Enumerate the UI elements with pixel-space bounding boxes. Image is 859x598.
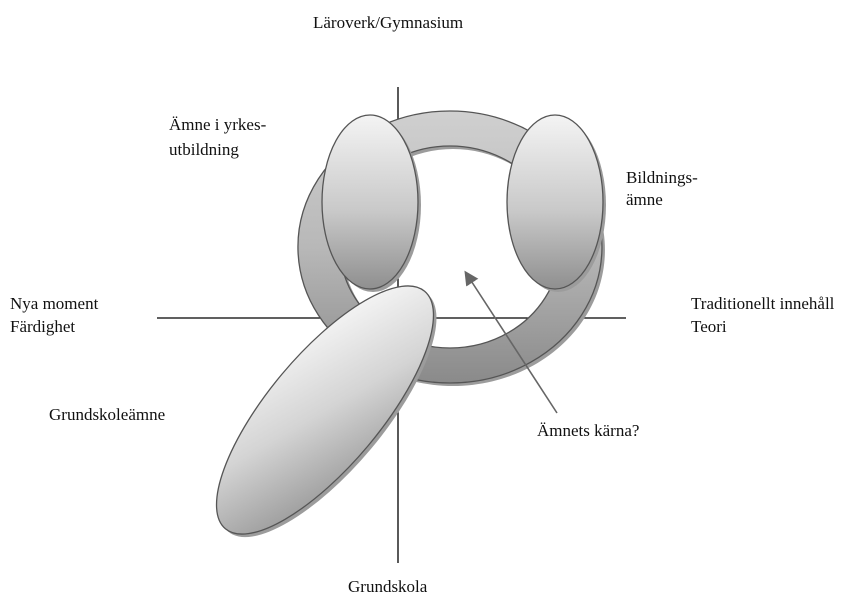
label-left-line1: Nya moment (10, 293, 98, 315)
label-top: Läroverk/Gymnasium (313, 12, 463, 34)
label-core: Ämnets kärna? (537, 420, 639, 442)
education-ellipse (507, 115, 603, 289)
label-vocational-line2: utbildning (169, 139, 239, 161)
label-primary: Grundskoleämne (49, 404, 165, 426)
label-right-line2: Teori (691, 316, 727, 338)
vocational-ellipse (322, 115, 418, 289)
label-bottom: Grundskola (348, 576, 427, 598)
label-right-line1: Traditionellt innehåll (691, 293, 834, 315)
label-vocational-line1: Ämne i yrkes- (169, 114, 266, 136)
label-left-line2: Färdighet (10, 316, 75, 338)
label-education-line2: ämne (626, 189, 663, 211)
label-education-line1: Bildnings- (626, 167, 698, 189)
